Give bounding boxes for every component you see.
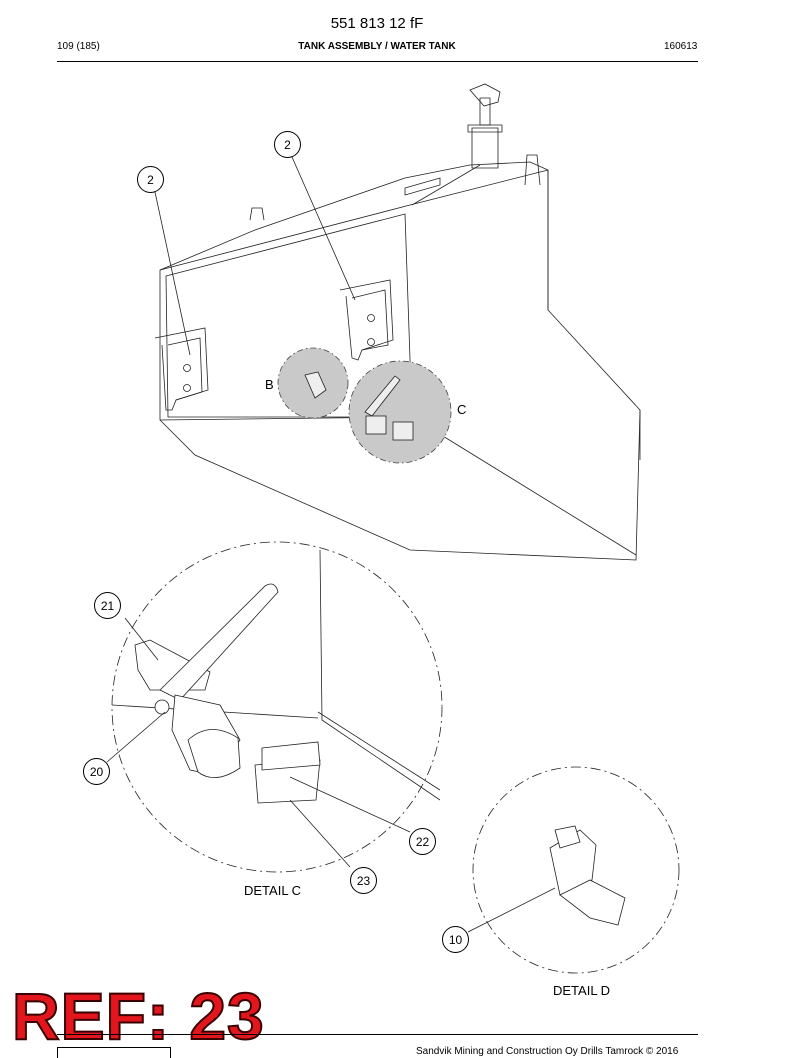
doc-number: 551 813 12 fF [330, 15, 424, 32]
mounting-bracket-right [339, 279, 394, 361]
detail-c-label: DETAIL C [244, 883, 302, 898]
water-tank-body [159, 154, 641, 561]
callout-23: 23 [350, 867, 377, 894]
reference-stamp: REF: 23 [11, 979, 265, 1053]
callout-10: 10 [442, 926, 469, 953]
callout-2-left: 2 [137, 166, 164, 193]
footer-copyright: Sandvik Mining and Construction Oy Drill… [416, 1046, 679, 1057]
view-label-b: B [265, 377, 274, 392]
page-number: 109 (185) [57, 41, 100, 52]
breather-assembly [467, 83, 503, 169]
callout-20: 20 [83, 758, 110, 785]
callout-22: 22 [409, 828, 436, 855]
detail-zone-c [348, 360, 452, 464]
page-title: TANK ASSEMBLY / WATER TANK [298, 41, 456, 52]
detail-d-label: DETAIL D [553, 983, 611, 998]
footer-rule [57, 1034, 698, 1035]
callout-2-right: 2 [274, 131, 301, 158]
header-rule [57, 61, 698, 62]
view-label-c: C [457, 402, 467, 417]
detail-d-view [467, 766, 680, 974]
detail-zone-b [277, 347, 349, 419]
callout-21: 21 [94, 592, 121, 619]
detail-c-view [106, 541, 443, 873]
date-code: 160613 [664, 41, 698, 52]
mounting-bracket-left [154, 327, 209, 411]
